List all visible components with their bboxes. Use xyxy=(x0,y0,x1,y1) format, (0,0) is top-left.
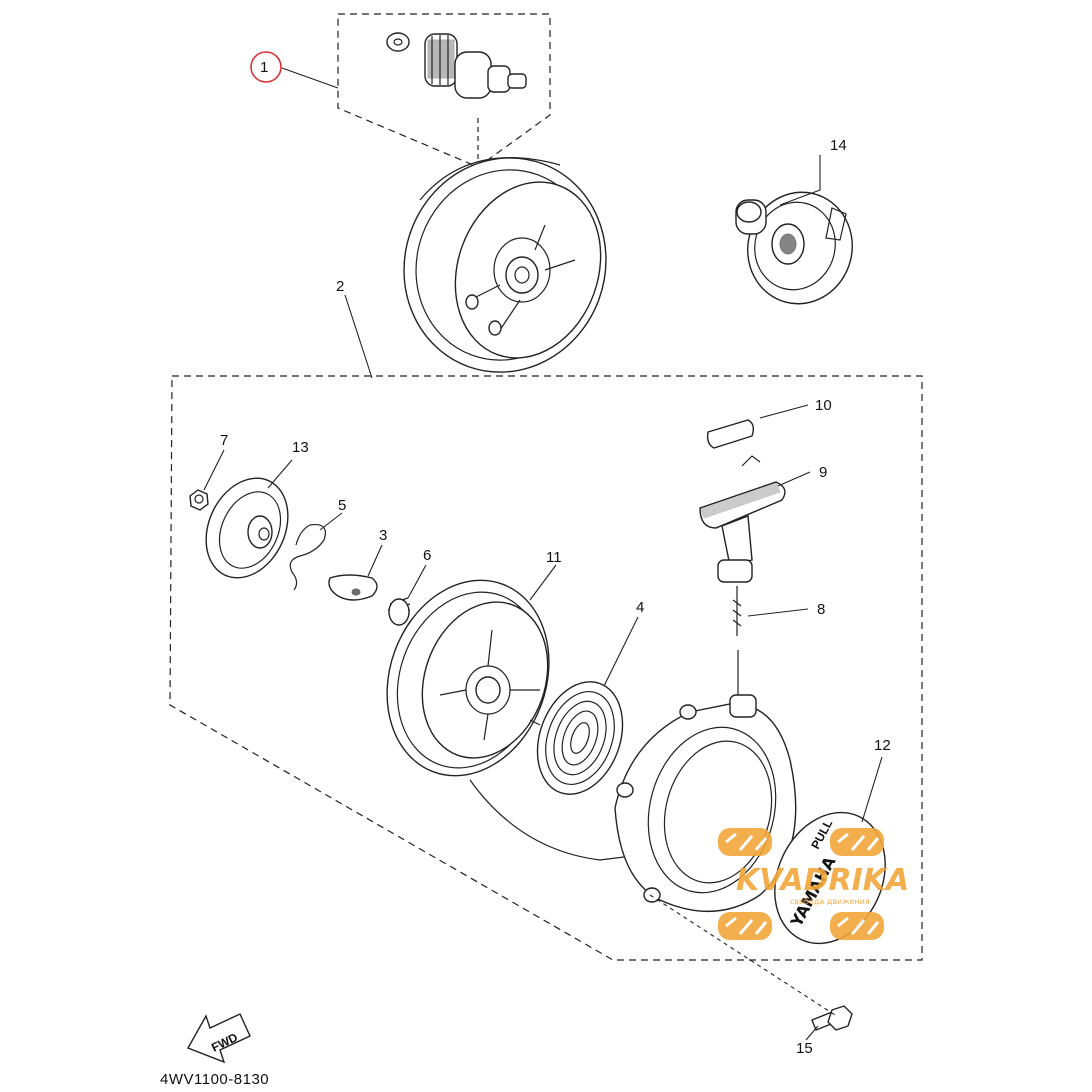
recoil-case[interactable] xyxy=(614,694,797,913)
label-part-12: 12 xyxy=(874,737,891,754)
label-part-2: 2 xyxy=(336,278,344,295)
recoil-starter-group-box xyxy=(169,375,923,961)
handle-cap-part-10[interactable] xyxy=(706,419,755,449)
tire-tread-icon xyxy=(718,828,884,940)
watermark-tagline: свобода движения xyxy=(790,897,870,906)
leader-lines xyxy=(203,67,883,1041)
label-part-4: 4 xyxy=(636,599,644,616)
starter-handle-part-9[interactable] xyxy=(699,455,786,583)
drawing-code: 4WV1100-8130 xyxy=(160,1071,269,1088)
pawl-spring-part-6[interactable] xyxy=(387,597,411,626)
label-part-13: 13 xyxy=(292,439,309,456)
label-part-1: 1 xyxy=(260,59,268,76)
label-part-14: 14 xyxy=(830,137,847,154)
fwd-direction-arrow: FWD xyxy=(186,1013,251,1064)
highlight-circle xyxy=(250,51,282,83)
starter-rope-part-8[interactable] xyxy=(469,586,742,861)
nut-part-7[interactable] xyxy=(189,489,209,511)
label-part-9: 9 xyxy=(819,464,827,481)
spiral-spring-part-4[interactable] xyxy=(523,670,638,806)
label-part-5: 5 xyxy=(338,497,346,514)
label-part-6: 6 xyxy=(423,547,431,564)
watermark-name: KVADRIKA xyxy=(736,863,909,898)
drive-plate-part-13[interactable] xyxy=(191,465,304,591)
kvadrika-watermark: KVADRIKA свобода движения xyxy=(718,828,909,940)
rope-reel-part-11[interactable] xyxy=(361,557,576,798)
drive-pulley-part-2[interactable] xyxy=(374,129,636,400)
label-part-3: 3 xyxy=(379,527,387,544)
pawl-part-3[interactable] xyxy=(328,574,378,601)
part-labels: 1 2 3 4 5 6 7 8 9 10 11 12 13 14 15 xyxy=(220,59,891,1057)
label-part-8: 8 xyxy=(817,601,825,618)
label-part-7: 7 xyxy=(220,432,228,449)
label-part-11: 11 xyxy=(546,549,562,566)
ratchet-cup-part-14[interactable] xyxy=(735,180,864,315)
starter-clutch-part-1[interactable] xyxy=(386,32,527,162)
label-part-15: 15 xyxy=(796,1040,813,1057)
friction-spring-part-5[interactable] xyxy=(289,523,326,591)
bolt-part-15[interactable] xyxy=(811,1005,853,1031)
label-part-10: 10 xyxy=(815,397,832,414)
starter-clutch-group-box xyxy=(337,13,551,168)
